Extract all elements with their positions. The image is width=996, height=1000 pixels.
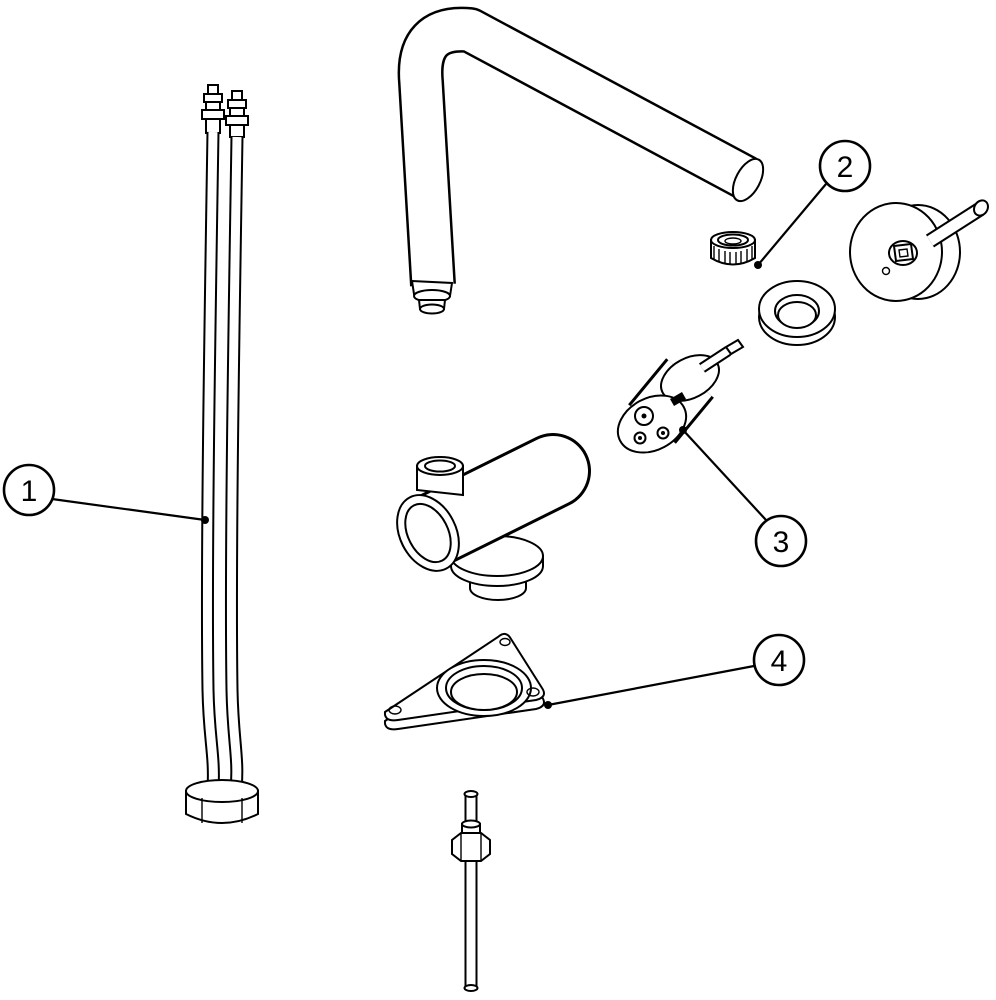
callout-3-circle [754, 514, 808, 568]
rod-hex-nut [451, 832, 491, 862]
hose-fitting-left [201, 84, 225, 134]
threaded-rod [451, 790, 491, 992]
cartridge-ports [633, 392, 686, 445]
callout-4-leader [547, 664, 755, 707]
hose-coupling-nut [185, 779, 259, 824]
callout-2-label: 2 [837, 151, 854, 184]
callout-2: 2 [754, 139, 872, 269]
callout-2-circle [818, 139, 872, 193]
handle [849, 199, 989, 302]
callout-4-circle [752, 633, 806, 687]
spout [397, 6, 765, 315]
body-base-flange [450, 535, 544, 601]
callout-3-label: 3 [773, 526, 790, 559]
supply-hoses [185, 84, 259, 824]
body-spout-collar [416, 456, 464, 497]
callout-1-circle [2, 463, 56, 517]
faucet-body [396, 433, 591, 601]
callout-1-anchor-dot [201, 516, 209, 524]
callout-4: 4 [544, 633, 806, 709]
callout-4-anchor-dot [544, 701, 552, 709]
hose-fitting-right [225, 90, 249, 138]
aerator-ribs [713, 246, 753, 265]
rod-collar [461, 819, 481, 835]
callout-1-leader [51, 497, 206, 522]
mounting-plate [383, 633, 545, 731]
spout-end-opening [731, 157, 765, 203]
callout-4-label: 4 [771, 645, 788, 678]
handle-broach-hub [881, 240, 918, 276]
cartridge [616, 338, 745, 454]
callout-3-anchor-dot [679, 426, 687, 434]
aerator [710, 231, 756, 266]
callout-2-leader [757, 183, 827, 266]
callout-1-label: 1 [21, 475, 38, 508]
spout-aerator-housing [410, 279, 454, 315]
callout-3: 3 [679, 426, 808, 568]
callout-1: 1 [2, 463, 209, 524]
callout-2-anchor-dot [754, 261, 762, 269]
trim-ring [758, 280, 836, 346]
callout-3-leader [682, 429, 767, 521]
